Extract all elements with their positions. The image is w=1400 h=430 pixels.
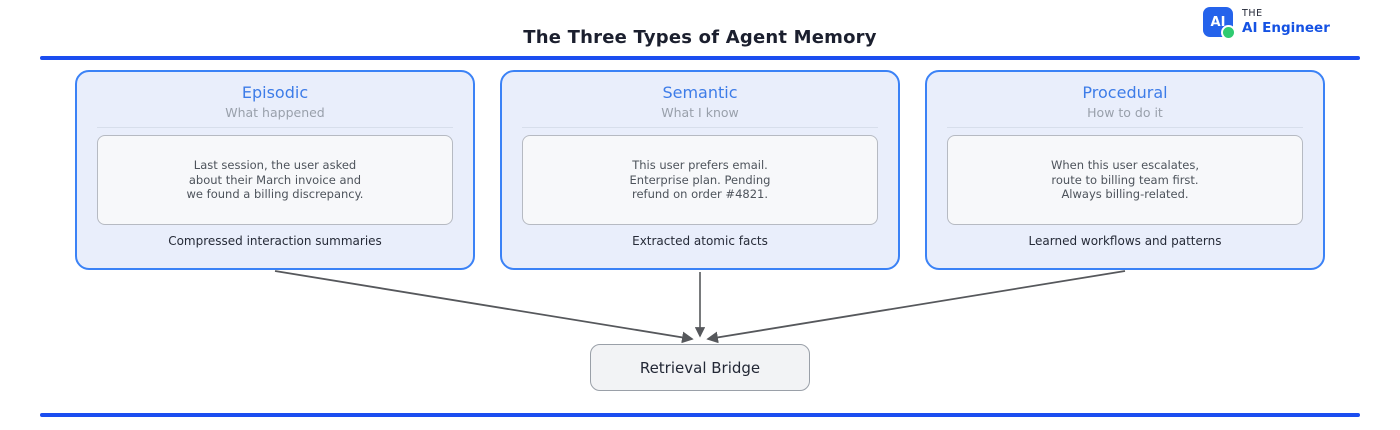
brand-line2: AI Engineer: [1242, 20, 1330, 36]
brand-line1: THE: [1242, 8, 1263, 19]
ai-logo-icon: AI: [1203, 7, 1236, 40]
card-divider: [522, 127, 878, 128]
retrieval-bridge-label: Retrieval Bridge: [639, 358, 761, 377]
arrow-procedural-to-bridge: [706, 270, 1126, 344]
card-title: Episodic: [241, 83, 309, 102]
card-subtitle: What happened: [225, 105, 325, 120]
card-title: Semantic: [662, 83, 738, 102]
card-title: Procedural: [1082, 83, 1168, 102]
card-divider: [97, 127, 453, 128]
card-divider: [947, 127, 1303, 128]
memory-card-episodic: Episodic What happened Last session, the…: [75, 70, 475, 270]
logo-green-dot-icon: [1221, 25, 1236, 40]
brand-logo: AI THE AI Engineer: [1203, 7, 1330, 40]
memory-example-box: Last session, the user asked about their…: [97, 135, 453, 225]
card-caption: Extracted atomic facts: [632, 234, 768, 248]
ai-logo-badge-text: AI: [1210, 14, 1226, 30]
top-divider-rule: [40, 56, 1360, 60]
card-caption: Learned workflows and patterns: [1028, 234, 1222, 248]
memory-card-semantic: Semantic What I know This user prefers e…: [500, 70, 900, 270]
memory-card-procedural: Procedural How to do it When this user e…: [925, 70, 1325, 270]
memory-example-box: When this user escalates, route to billi…: [947, 135, 1303, 225]
card-subtitle: How to do it: [1087, 105, 1163, 120]
memory-example-box: This user prefers email. Enterprise plan…: [522, 135, 878, 225]
brand-wordmark: THE AI Engineer: [1242, 7, 1330, 36]
retrieval-bridge-node: Retrieval Bridge: [590, 344, 810, 391]
page-title: The Three Types of Agent Memory: [523, 27, 877, 48]
arrow-episodic-to-bridge: [274, 270, 694, 344]
card-subtitle: What I know: [661, 105, 739, 120]
bottom-divider-rule: [40, 413, 1360, 417]
card-caption: Compressed interaction summaries: [168, 234, 382, 248]
